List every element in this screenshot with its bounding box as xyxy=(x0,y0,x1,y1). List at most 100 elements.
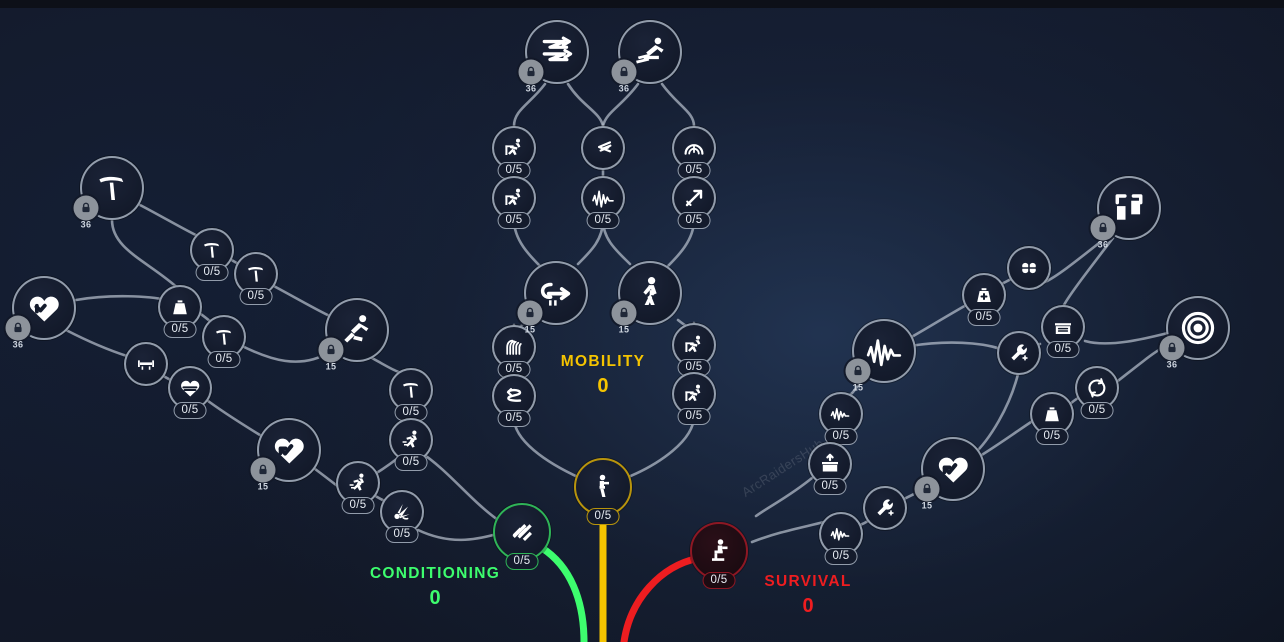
pickaxe-icon xyxy=(391,370,431,410)
skill-node-n-hurdle-b[interactable]: 0/5 xyxy=(492,176,536,229)
skill-node-n-pulse-b[interactable]: 0/5 xyxy=(819,392,863,445)
skill-node-n-weight-b[interactable]: 0/5 xyxy=(1030,392,1074,445)
jump-icon xyxy=(620,22,680,82)
lock-icon: 36 xyxy=(5,315,31,350)
skill-node-n-target-major[interactable] xyxy=(1166,296,1230,360)
lock-requirement-label: 36 xyxy=(618,83,630,94)
skill-node-n-wrench-a[interactable] xyxy=(997,331,1041,375)
heart-arrow-icon xyxy=(923,439,983,499)
skill-node-n-wrench-b[interactable] xyxy=(863,486,907,530)
hurdle-icon xyxy=(494,178,534,218)
stretch-icon xyxy=(327,300,387,360)
rails-icon xyxy=(494,327,534,367)
lock-requirement-label: 15 xyxy=(524,324,536,335)
lunge-icon xyxy=(576,460,630,514)
skill-rank-badge: 0/5 xyxy=(394,404,428,421)
skill-node-n-pickaxe-major[interactable] xyxy=(80,156,144,220)
branch-point-total: 0 xyxy=(802,595,814,617)
skill-node-n-rails[interactable]: 0/5 xyxy=(492,325,536,378)
skill-node-n-pick-b[interactable]: 0/5 xyxy=(234,252,278,305)
skill-node-n-burst[interactable]: 0/5 xyxy=(380,490,424,543)
pulse-icon xyxy=(854,321,914,381)
skill-node-n-pulse-c[interactable]: 0/5 xyxy=(819,512,863,565)
branch-point-total: 0 xyxy=(597,375,609,397)
skill-rank-badge: 0/5 xyxy=(497,410,531,427)
hurdle-icon xyxy=(674,325,714,365)
lock-requirement-label: 36 xyxy=(80,219,92,230)
skill-node-n-recycle[interactable]: 0/5 xyxy=(1075,366,1119,419)
skill-rank-badge: 0/5 xyxy=(824,428,858,445)
lock-icon: 36 xyxy=(611,59,637,94)
run-icon xyxy=(338,463,378,503)
med-weight-icon xyxy=(964,275,1004,315)
skill-node-n-medkit[interactable]: 0/5 xyxy=(962,273,1006,326)
skill-node-root-conditioning[interactable]: 0/5 xyxy=(493,503,551,570)
lock-requirement-label: 36 xyxy=(1097,239,1109,250)
skill-rank-badge: 0/5 xyxy=(677,212,711,229)
skill-node-n-arc[interactable]: 0/5 xyxy=(672,126,716,179)
crate-icon xyxy=(1043,307,1083,347)
skill-node-n-hurdle-c[interactable]: 0/5 xyxy=(672,323,716,376)
bench-icon xyxy=(126,344,166,384)
skill-node-n-bench[interactable] xyxy=(124,342,168,386)
skill-rank-badge: 0/5 xyxy=(702,572,736,589)
skill-node-n-hurdle-a[interactable]: 0/5 xyxy=(492,126,536,179)
skill-node-n-chevron[interactable] xyxy=(581,126,625,170)
skill-node-n-pick-d[interactable]: 0/5 xyxy=(389,368,433,421)
skill-node-n-snake[interactable]: 0/5 xyxy=(492,374,536,427)
skill-node-root-mobility[interactable]: 0/5 xyxy=(574,458,632,525)
hurdle-icon xyxy=(494,128,534,168)
skill-node-n-clover[interactable] xyxy=(1007,246,1051,290)
skill-rank-badge: 0/5 xyxy=(394,454,428,471)
skill-rank-badge: 0/5 xyxy=(497,212,531,229)
lock-icon: 15 xyxy=(250,457,276,492)
skill-node-n-crate-b[interactable]: 0/5 xyxy=(808,442,852,495)
pickaxe-icon xyxy=(236,254,276,294)
wrench-plus-icon xyxy=(999,333,1039,373)
skill-node-n-zigzag-major[interactable] xyxy=(525,20,589,84)
skill-node-n-pulse-a[interactable]: 0/5 xyxy=(581,176,625,229)
lock-icon: 15 xyxy=(845,358,871,393)
lock-requirement-label: 15 xyxy=(325,361,337,372)
branch-name: CONDITIONING xyxy=(369,565,501,582)
skill-node-n-hurdle-d[interactable]: 0/5 xyxy=(672,372,716,425)
top-letterbox-strip xyxy=(0,0,1284,8)
target-icon xyxy=(1168,298,1228,358)
arrow-up-right-icon xyxy=(674,178,714,218)
skill-node-n-run-a[interactable]: 0/5 xyxy=(389,418,433,471)
skill-rank-badge: 0/5 xyxy=(1046,341,1080,358)
lock-icon: 15 xyxy=(517,300,543,335)
clover-icon xyxy=(1009,248,1049,288)
heart-arrow-icon xyxy=(259,420,319,480)
skill-node-n-weight-a[interactable]: 0/5 xyxy=(158,285,202,338)
lock-icon: 36 xyxy=(1090,215,1116,250)
crate-up-icon xyxy=(810,444,850,484)
skill-node-n-arrowup[interactable]: 0/5 xyxy=(672,176,716,229)
wheat-icon xyxy=(495,505,549,559)
lock-requirement-label: 15 xyxy=(257,481,269,492)
skill-node-n-pick-c[interactable]: 0/5 xyxy=(202,315,246,368)
lock-requirement-label: 36 xyxy=(525,83,537,94)
skill-node-n-crate-a[interactable]: 0/5 xyxy=(1041,305,1085,358)
lock-icon: 15 xyxy=(611,300,637,335)
skill-node-n-heartpad[interactable]: 0/5 xyxy=(168,366,212,419)
dash-icon xyxy=(526,263,586,323)
recycle-icon xyxy=(1077,368,1117,408)
skill-node-n-heartarrow2[interactable] xyxy=(921,437,985,501)
skill-node-n-run-b[interactable]: 0/5 xyxy=(336,461,380,514)
lock-requirement-label: 36 xyxy=(12,339,24,350)
lock-icon: 15 xyxy=(914,476,940,511)
pulse-thin-icon xyxy=(821,514,861,554)
skill-rank-badge: 0/5 xyxy=(586,212,620,229)
pickaxe-icon xyxy=(192,230,232,270)
weight-icon xyxy=(160,287,200,327)
chevron-stack-icon xyxy=(583,128,623,168)
skill-node-root-survival[interactable]: 0/5 xyxy=(690,522,748,589)
skill-node-n-pick-a[interactable]: 0/5 xyxy=(190,228,234,281)
zigzag-arrow-icon xyxy=(527,22,587,82)
skill-rank-badge: 0/5 xyxy=(239,288,273,305)
heart-pad-icon xyxy=(170,368,210,408)
